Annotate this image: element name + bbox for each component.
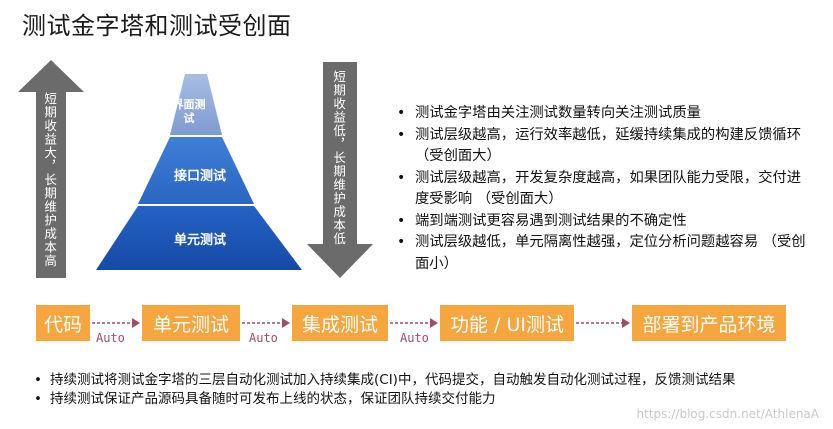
arrowhead-icon [430, 318, 438, 328]
bullet-item: 测试金字塔由关注测试数量转向关注测试质量 [393, 103, 813, 125]
auto-label: Auto [249, 331, 278, 345]
auto-label: Auto [96, 331, 125, 345]
bullet-list: 测试金字塔由关注测试数量转向关注测试质量 测试层级越高，运行效率越低，延缓持续集… [393, 103, 813, 275]
pyramid-top-label: 界面测试 [172, 98, 206, 125]
left-arrow-label: 短期收益大，长期维护成本高 [42, 92, 58, 268]
arrowhead-icon [282, 318, 290, 328]
pyramid-bottom-label: 单元测试 [173, 233, 226, 248]
pipeline-step-code: 代码 [36, 305, 90, 341]
left-up-arrow [18, 60, 84, 278]
arrowhead-icon [622, 318, 630, 328]
pyramid-bottom-layer [96, 206, 302, 270]
watermark: https://blog.csdn.net/AthlenaA [636, 407, 819, 421]
pipeline-arrows [92, 318, 630, 328]
bottom-bullet-item: 持续测试保证产品源码具备随时可发布上线的状态，保证团队持续交付能力 [34, 390, 819, 409]
pipeline-step-unit-test: 单元测试 [142, 305, 240, 341]
arrowhead-icon [132, 318, 140, 328]
pyramid-top-layer [170, 74, 222, 135]
right-down-arrow [307, 62, 373, 278]
bullet-item: 测试层级越低，单元隔离性越强，定位分析问题越容易 （受创面小） [393, 232, 813, 275]
pipeline-step-deploy: 部署到产品环境 [632, 305, 786, 341]
auto-label: Auto [400, 331, 429, 345]
pipeline-step-ui-test: 功能 / UI测试 [440, 305, 574, 341]
pipeline-step-integration-test: 集成测试 [292, 305, 388, 341]
bottom-bullet-list: 持续测试将测试金字塔的三层自动化测试加入持续集成(CI)中，代码提交，自动触发自… [34, 371, 819, 409]
bullet-item: 测试层级越高，运行效率越低，延缓持续集成的构建反馈循环 （受创面大） [393, 125, 813, 168]
pyramid-middle-layer [138, 137, 254, 204]
bullet-item: 测试层级越高，开发复杂度越高，如果团队能力受限，交付进度受影响 （受创面大） [393, 168, 813, 211]
pyramid-middle-label: 接口测试 [173, 169, 226, 184]
bottom-bullet-item: 持续测试将测试金字塔的三层自动化测试加入持续集成(CI)中，代码提交，自动触发自… [34, 371, 819, 390]
test-pyramid [96, 74, 302, 270]
bullet-item: 端到端测试更容易遇到测试结果的不确定性 [393, 211, 813, 233]
page-title: 测试金字塔和测试受创面 [22, 12, 292, 40]
right-arrow-label: 短期收益低，长期维护成本低 [331, 70, 347, 246]
